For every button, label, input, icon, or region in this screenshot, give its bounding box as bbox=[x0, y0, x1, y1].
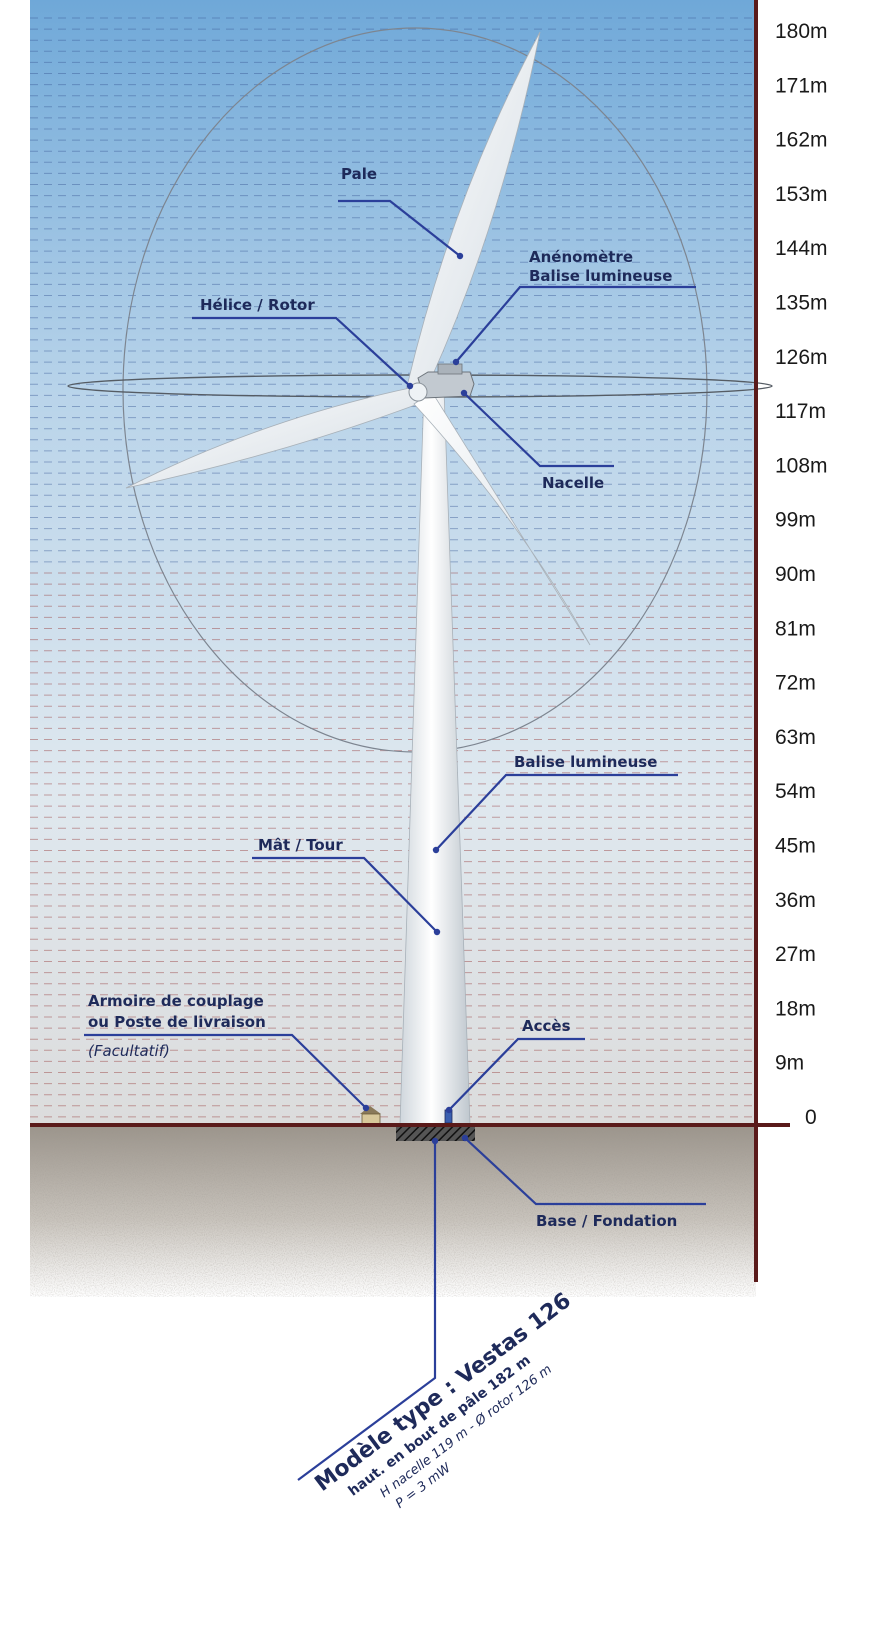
leader-anemometre bbox=[455, 285, 696, 363]
leader-dot-nacelle bbox=[460, 389, 468, 397]
axis-tick-label: 99m bbox=[775, 509, 816, 532]
sky-background bbox=[30, 0, 756, 1127]
building-roof bbox=[360, 1106, 381, 1114]
axis-tick-label: 45m bbox=[775, 835, 816, 858]
leader-dot-base bbox=[461, 1134, 469, 1142]
leader-dot-acces bbox=[445, 1106, 453, 1114]
label-balise-mid: Balise lumineuse bbox=[514, 753, 657, 771]
leader-helice bbox=[192, 316, 411, 387]
label-balise-top: Balise lumineuse bbox=[529, 267, 672, 285]
axis-tick-label: 0 bbox=[805, 1106, 817, 1129]
axis-tick-label: 63m bbox=[775, 726, 816, 749]
leader-dot-mat bbox=[433, 928, 441, 936]
label-base-fondation: Base / Fondation bbox=[536, 1212, 677, 1230]
label-acces: Accès bbox=[522, 1017, 571, 1035]
axis-tick-label: 54m bbox=[775, 780, 816, 803]
blade-right bbox=[413, 391, 591, 646]
height-axis-ticks: 180m 171m 162m 153m 144m 135m 126m 117m 108m 99m 9… bbox=[775, 20, 828, 1129]
hub bbox=[408, 382, 428, 402]
leader-model bbox=[297, 1141, 437, 1481]
leader-mat bbox=[252, 856, 438, 933]
leader-base bbox=[464, 1137, 706, 1206]
axis-tick-label: 126m bbox=[775, 346, 828, 369]
label-pale: Pale bbox=[341, 165, 377, 183]
axis-tick-label: 72m bbox=[775, 672, 816, 695]
axis-tick-label: 171m bbox=[775, 74, 828, 97]
axis-tick-label: 135m bbox=[775, 292, 828, 315]
foundation bbox=[396, 1125, 475, 1141]
blade-left bbox=[125, 387, 419, 489]
leader-dot-helice bbox=[406, 382, 414, 390]
leader-armoire bbox=[84, 1033, 367, 1109]
model-block: Modèle type : Vestas 126 haut. en bout d… bbox=[311, 1288, 576, 1512]
axis-tick-label: 18m bbox=[775, 997, 816, 1020]
label-nacelle: Nacelle bbox=[542, 474, 604, 492]
blade-up bbox=[404, 31, 541, 396]
leader-dot-model bbox=[431, 1137, 439, 1145]
leader-lines bbox=[84, 199, 706, 1481]
ground-texture bbox=[30, 1127, 756, 1297]
axis-tick-label: 9m bbox=[775, 1052, 804, 1075]
axis-tick-label: 81m bbox=[775, 617, 816, 640]
axis-tick-label: 90m bbox=[775, 563, 816, 586]
axis-tick-label: 162m bbox=[775, 129, 828, 152]
leader-acces bbox=[448, 1037, 585, 1111]
axis-tick-label: 153m bbox=[775, 183, 828, 206]
axis-tick-label: 180m bbox=[775, 20, 828, 43]
leader-pale bbox=[338, 199, 461, 257]
leader-dot-anemometre bbox=[452, 358, 460, 366]
axis-tick-label: 36m bbox=[775, 889, 816, 912]
leader-dot-pale bbox=[456, 252, 464, 260]
label-armoire-line1: Armoire de couplage bbox=[88, 992, 264, 1010]
anemometer-mast bbox=[437, 363, 463, 375]
leader-balise-mid bbox=[435, 773, 678, 851]
label-mat-tour: Mât / Tour bbox=[258, 836, 343, 854]
leader-dot-armoire bbox=[362, 1104, 370, 1112]
leader-dot-balise-mid bbox=[432, 846, 440, 854]
axis-tick-label: 144m bbox=[775, 237, 828, 260]
label-facultatif: (Facultatif) bbox=[88, 1042, 170, 1060]
axis-tick-label: 108m bbox=[775, 454, 828, 477]
label-anemometre: Anénomètre bbox=[529, 248, 633, 266]
leader-nacelle bbox=[463, 392, 614, 468]
axis-tick-label: 27m bbox=[775, 943, 816, 966]
axis-tick-label: 117m bbox=[775, 400, 826, 423]
label-helice-rotor: Hélice / Rotor bbox=[200, 296, 315, 314]
label-armoire-line2: ou Poste de livraison bbox=[88, 1013, 266, 1031]
